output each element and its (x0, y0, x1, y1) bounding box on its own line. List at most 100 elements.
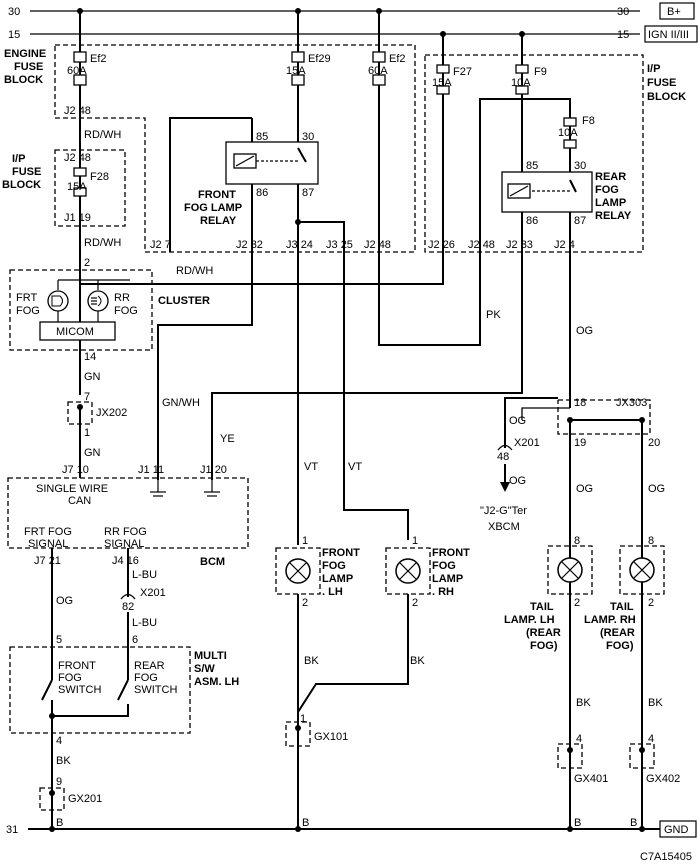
rear-relay-pin-87: 87 (574, 215, 586, 227)
gx201-ground: 9 GX201 (39, 776, 102, 811)
wire-og-4: OG (509, 475, 526, 487)
frt-fog-indicator-icon (47, 290, 69, 312)
wire-vt-2: VT (348, 461, 362, 473)
pin-sw-4: 4 (56, 735, 62, 747)
front-relay-label-3: RELAY (200, 215, 237, 227)
conn-j3-24: J3 24 (286, 239, 313, 251)
engine-fuse-block: ENGINE FUSE BLOCK (4, 44, 416, 253)
multi-sw-label-1: MULTI (194, 650, 227, 662)
front-relay-pin-30: 30 (302, 131, 314, 143)
wire-bk-3: BK (410, 655, 425, 667)
tail-rh-label-1: TAIL (610, 601, 634, 613)
wire-rdwh-2: RD/WH (84, 237, 121, 249)
multi-switch-assembly: MULTI S/W ASM. LH 5 6 FRONT FOG SWITCH R… (9, 634, 239, 734)
wire-pk: PK (486, 309, 501, 321)
bcm-ground-symbol-2 (204, 480, 220, 497)
ground-b-1: B (56, 817, 63, 829)
rear-relay-label-1: REAR (595, 171, 626, 183)
rail-15-num-left: 15 (8, 29, 20, 41)
pin-tail-rh-8: 8 (648, 535, 654, 547)
pin-gx201: 9 (56, 776, 62, 788)
ip-fuse-right-label-2: FUSE (647, 77, 676, 89)
f28-rating: 15A (67, 181, 87, 193)
frt-fog-label-1: FRT (16, 292, 37, 304)
conn-j1-20: J1 20 (200, 464, 227, 476)
f9-name: F9 (534, 66, 547, 78)
rail-30-num-left: 30 (8, 6, 20, 18)
frt-fog-label-2: FOG (16, 305, 40, 317)
ip-fuse-right-label-3: BLOCK (647, 91, 686, 103)
bcm-module: SINGLE WIRE CAN FRT FOG SIGNAL RR FOG SI… (7, 477, 249, 568)
ground-b-3: B (574, 817, 581, 829)
front-relay-label-1: FRONT (198, 189, 236, 201)
gx401-ref: GX401 (574, 773, 608, 785)
conn-j1-11: J1 11 (138, 464, 164, 476)
front-lamp-rh-4: . RH (432, 586, 454, 598)
pin-sw-6: 6 (132, 634, 138, 646)
ground-b-2: B (302, 817, 309, 829)
front-fog-lamp-lh: 1 2 FRONT FOG LAMP . LH (275, 535, 360, 609)
pin-front-lh-2: 2 (302, 597, 308, 609)
rear-fog-lamp-relay: 85 30 86 87 REAR FOG LAMP RELAY (501, 160, 632, 227)
pin-x201-a: 82 (122, 601, 134, 613)
jx202-connector: 7 JX202 1 (67, 391, 127, 439)
frt-fog-signal-2: SIGNAL (28, 538, 68, 550)
gx402-ground: 4 GX402 (629, 733, 680, 785)
front-relay-pin-85: 85 (256, 131, 268, 143)
pin-tail-lh-2: 2 (574, 597, 580, 609)
pin-cluster-out: 14 (84, 351, 96, 363)
rear-fog-switch-2: FOG (134, 672, 158, 684)
pin-tail-rh-2: 2 (648, 597, 654, 609)
tail-lh-label-3: (REAR (526, 627, 561, 639)
fuse-ef29: Ef29 15A (286, 51, 331, 86)
figure-id: C7A15405 (640, 851, 692, 863)
front-fog-lamp-rh: 1 2 FRONT FOG LAMP . RH (385, 535, 470, 609)
tail-lh-label-2: LAMP. LH (504, 614, 555, 626)
multi-sw-label-3: ASM. LH (194, 676, 239, 688)
ign-rail: 15 15 IGN II/III (8, 25, 698, 43)
x201-ref-a: X201 (140, 587, 166, 599)
x201-ref-b: X201 (514, 437, 540, 449)
rear-relay-pin-30: 30 (574, 160, 586, 172)
tail-rh-label-4: FOG) (606, 640, 634, 652)
front-lamp-lh-4: . LH (322, 586, 343, 598)
xbcm-ref-1: "J2-G"Ter (480, 505, 527, 517)
front-fog-switch-contact (41, 679, 53, 701)
rr-fog-signal-2: SIGNAL (104, 538, 144, 550)
wire-gnwh: GN/WH (162, 397, 200, 409)
conn-j2-32: J2 32 (236, 239, 263, 251)
ef29-rating: 15A (286, 65, 306, 77)
rr-fog-label-1: RR (114, 292, 130, 304)
fuse-ef2-left: Ef2 60A (67, 8, 107, 86)
tail-rh-label-2: LAMP. RH (584, 614, 636, 626)
rear-fog-switch-1: REAR (134, 660, 165, 672)
front-lamp-lh-2: FOG (322, 560, 346, 572)
tail-lamp-lh: 8 2 TAIL LAMP. LH (REAR FOG) (504, 535, 593, 652)
f27-name: F27 (453, 66, 472, 78)
conn-j2-48-mid: J2 48 (64, 152, 91, 164)
front-lamp-rh-1: FRONT (432, 547, 470, 559)
gnd-label: GND (664, 824, 689, 836)
pin-gx402: 4 (648, 733, 654, 745)
conn-j4-16: J4 16 (112, 555, 139, 567)
fuse-ef2-right: Ef2 60A (368, 51, 406, 86)
pin-jx303-18: 18 (574, 397, 586, 409)
front-lamp-rh-2: FOG (432, 560, 456, 572)
wire-og-2: OG (576, 325, 593, 337)
can-label-1: SINGLE WIRE (36, 483, 108, 495)
front-fog-switch-3: SWITCH (58, 684, 101, 696)
rear-relay-contact (569, 179, 577, 193)
front-relay-pin-86: 86 (256, 187, 268, 199)
conn-j2-7: J2 7 (150, 239, 171, 251)
f8-name: F8 (582, 115, 595, 127)
ip-fuse-block-right: I/P FUSE BLOCK (424, 54, 686, 253)
jx303-ref: JX303 (616, 397, 647, 409)
rear-relay-label-2: FOG (595, 184, 619, 196)
pin-front-rh-1: 1 (412, 535, 418, 547)
gx402-ref: GX402 (646, 773, 680, 785)
front-fog-switch-1: FRONT (58, 660, 96, 672)
engine-fuse-label-2: FUSE (14, 61, 43, 73)
tail-rh-label-3: (REAR (600, 627, 635, 639)
rear-relay-pin-86: 86 (526, 215, 538, 227)
conn-j2-48-r: J2 48 (364, 239, 391, 251)
